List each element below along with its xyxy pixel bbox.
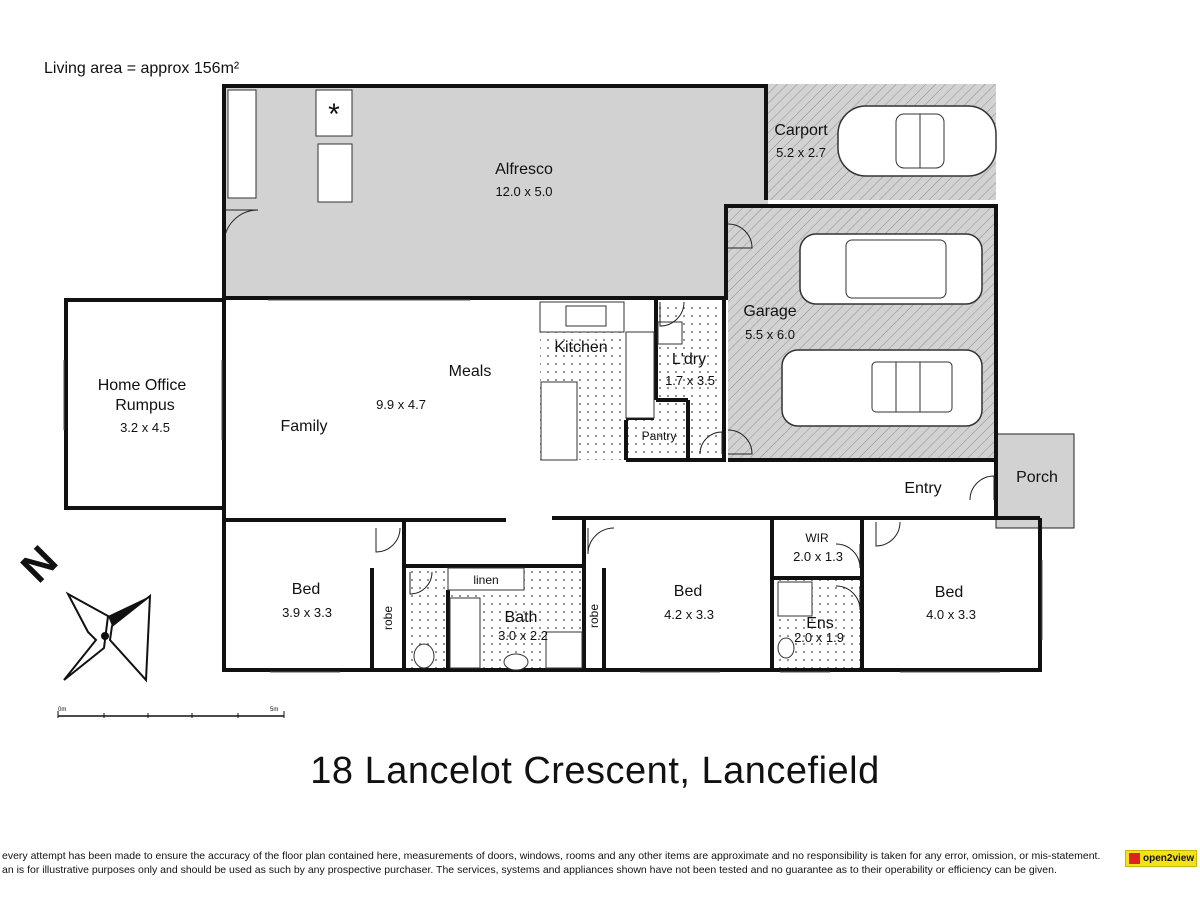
entry-label: Entry [904,480,941,497]
logo-mark-icon [1129,853,1140,864]
bath-toilet [413,643,435,669]
carport-label: Carport [774,122,828,139]
logo-text: open2view [1143,853,1195,864]
ensuite-label: Ens [806,615,834,632]
bath-dims: 3.0 x 2.2 [498,628,548,643]
alfresco-dims: 12.0 x 5.0 [495,184,552,199]
disclaimer-line-1: every attempt has been made to ensure th… [2,850,1101,862]
alfresco-area [224,86,768,300]
garage-car-top-icon [799,233,983,305]
door-swings [375,223,995,611]
svg-text:*: * [328,98,340,131]
scale-start-label: 0m [58,707,66,713]
porch-label: Porch [1016,469,1058,486]
shower [545,631,583,669]
bed2-dims: 4.2 x 3.3 [664,607,714,622]
linen-label: linen [473,573,498,587]
pantry-tiles [628,420,686,458]
disclaimer-text: every attempt has been made to ensure th… [2,849,1117,877]
living-area-note: Living area = approx 156m² [44,60,240,77]
bed1-label: Bed [292,581,320,598]
home-office-dims: 3.2 x 4.5 [120,420,170,435]
robe1-label: robe [381,606,395,630]
bed2-label: Bed [674,583,702,600]
wir-dims: 2.0 x 1.3 [793,549,843,564]
ensuite-shower [777,581,813,617]
home-office-label: Home Office [98,377,187,394]
carport-car-icon [837,105,997,177]
bbq-unit [315,89,353,137]
laundry-label: L'dry [672,351,706,368]
meals-dims: 9.9 x 4.7 [376,397,426,412]
bath-label: Bath [505,609,538,626]
windows [63,299,1043,673]
kitchen-side-bench [625,331,655,419]
ensuite-dims: 2.0 x 1.9 [794,630,844,645]
garage-dims: 5.5 x 6.0 [745,327,795,342]
carport-dims: 5.2 x 2.7 [776,145,826,160]
kitchen-sink [565,305,607,327]
disclaimer-line-2: an is for illustrative purposes only and… [2,864,1057,876]
laundry-tub [657,321,683,345]
garage-car-bottom-icon [781,349,983,427]
property-address: 18 Lancelot Crescent, Lancefield [310,750,880,792]
alfresco-bench [227,89,257,199]
bed3-dims: 4.0 x 3.3 [926,607,976,622]
robe2-label: robe [587,604,601,628]
linen-cupboard [447,567,525,591]
bath-basin [503,653,529,671]
alfresco-counter [317,143,353,203]
kitchen-island [540,381,578,461]
rumpus-label: Rumpus [115,397,175,414]
laundry-dims: 1.7 x 3.5 [665,373,715,388]
scale-end-label: 5m [270,707,278,713]
ensuite-basin [777,637,795,659]
bathtub [449,597,481,669]
alfresco-label: Alfresco [495,161,553,178]
north-arrow-icon [63,591,152,683]
wir-label: WIR [805,531,829,545]
family-label: Family [280,418,327,435]
scale-bar [57,711,285,718]
garage-label: Garage [743,303,796,320]
pantry-label: Pantry [642,429,677,443]
meals-label: Meals [449,363,492,380]
bed1-dims: 3.9 x 3.3 [282,605,332,620]
open2view-logo: open2view [1125,850,1197,867]
north-letter: N [12,537,67,592]
bed3-label: Bed [935,584,963,601]
kitchen-label: Kitchen [554,339,607,356]
